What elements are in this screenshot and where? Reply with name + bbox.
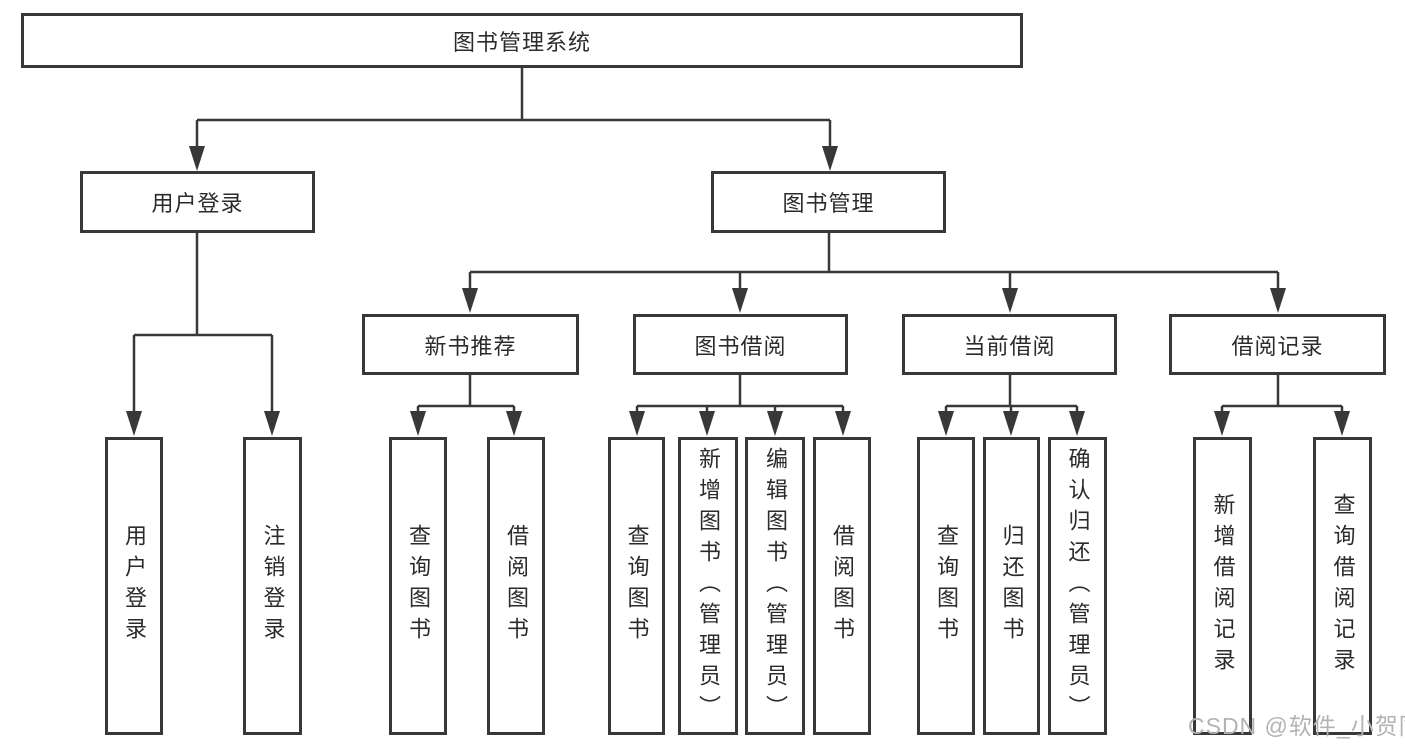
node-add-borrow-record-leaf: 新增借阅记录 [1193, 437, 1252, 735]
node-label: 查询借阅记录 [1330, 493, 1356, 679]
arrowhead-icon [1270, 288, 1286, 313]
node-label: 确认归还（管理员） [1065, 446, 1091, 726]
arrowhead-icon [1069, 411, 1085, 436]
arrowhead-icon [410, 411, 426, 436]
node-query-borrow-record-leaf: 查询借阅记录 [1313, 437, 1372, 735]
node-user-login: 用户登录 [80, 171, 315, 233]
node-label: 借阅记录 [1231, 333, 1324, 359]
node-library-management-system: 图书管理系统 [21, 13, 1023, 68]
node-label: 图书借阅 [694, 333, 787, 359]
connector-borrow-record-branch [1214, 375, 1350, 436]
node-label: 借阅图书 [504, 524, 529, 648]
connector-user-login-branch [126, 233, 280, 436]
node-label: 归还图书 [999, 524, 1025, 648]
node-label: 用户登录 [122, 524, 147, 648]
connector-book-mgmt-branch [462, 233, 1286, 313]
node-book-management: 图书管理 [711, 171, 946, 233]
node-label: 查询图书 [406, 524, 431, 648]
node-label: 注销登录 [260, 524, 286, 648]
node-label: 当前借阅 [963, 333, 1056, 359]
arrowhead-icon [1003, 411, 1019, 436]
arrowhead-icon [189, 146, 205, 171]
node-query-books-leaf: 查询图书 [917, 437, 975, 735]
node-label: 图书管理 [782, 191, 875, 216]
node-edit-books-admin-leaf: 编辑图书（管理员） [745, 437, 805, 735]
node-query-books-leaf: 查询图书 [389, 437, 447, 735]
node-label: 查询图书 [624, 524, 650, 648]
arrowhead-icon [732, 288, 748, 313]
node-label: 新增借阅记录 [1210, 493, 1236, 679]
connector-new-book-branch [410, 375, 522, 436]
node-new-book-recommendation: 新书推荐 [362, 314, 579, 375]
node-logout-leaf: 注销登录 [243, 437, 302, 735]
connector-book-borrow-branch [629, 375, 851, 436]
node-borrow-books-leaf: 借阅图书 [487, 437, 545, 735]
arrowhead-icon [264, 411, 280, 436]
arrowhead-icon [699, 411, 715, 436]
arrowhead-icon [767, 411, 783, 436]
node-label: 用户登录 [151, 191, 244, 216]
node-return-books-leaf: 归还图书 [983, 437, 1040, 735]
node-add-books-admin-leaf: 新增图书（管理员） [678, 437, 738, 735]
arrowhead-icon [462, 288, 478, 313]
arrowhead-icon [506, 411, 522, 436]
node-label: 图书管理系统 [452, 29, 591, 55]
node-borrowing-records: 借阅记录 [1169, 314, 1386, 375]
arrowhead-icon [938, 411, 954, 436]
node-confirm-return-admin-leaf: 确认归还（管理员） [1048, 437, 1107, 735]
node-label: 新增图书（管理员） [696, 446, 721, 726]
arrowhead-icon [835, 411, 851, 436]
node-label: 编辑图书（管理员） [763, 446, 788, 726]
node-user-login-leaf: 用户登录 [105, 437, 163, 735]
arrowhead-icon [1334, 411, 1350, 436]
connector-current-borrow-branch [938, 375, 1085, 436]
csdn-watermark: CSDN @软件_小贺同学 [1188, 713, 1405, 739]
node-current-borrowing: 当前借阅 [902, 314, 1117, 375]
node-label: 借阅图书 [830, 524, 855, 648]
node-book-borrowing: 图书借阅 [633, 314, 848, 375]
node-borrow-books-leaf: 借阅图书 [813, 437, 871, 735]
arrowhead-icon [1214, 411, 1230, 436]
arrowhead-icon [822, 146, 838, 171]
node-label: 新书推荐 [424, 333, 517, 359]
node-query-books-leaf: 查询图书 [608, 437, 665, 735]
arrowhead-icon [126, 411, 142, 436]
node-label: 查询图书 [934, 524, 959, 648]
arrowhead-icon [629, 411, 645, 436]
connector-root-to-level1 [189, 68, 838, 171]
arrowhead-icon [1002, 288, 1018, 313]
